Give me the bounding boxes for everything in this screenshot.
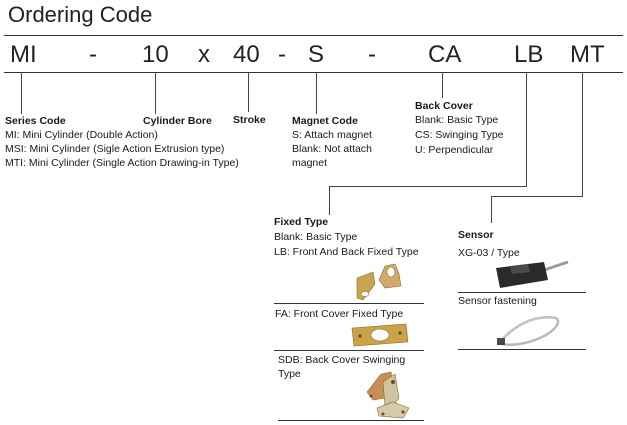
series-code-line: MI: Mini Cylinder (Double Action) xyxy=(5,129,158,141)
sensor-image xyxy=(496,260,569,288)
magnet-code-header: Magnet Code xyxy=(292,115,358,127)
sensor-fastening-label: Sensor fastening xyxy=(458,295,537,307)
sdb-divider xyxy=(278,420,424,421)
code-stroke: 40 xyxy=(233,41,260,68)
leader-series xyxy=(21,72,22,114)
code-sensor: MT xyxy=(570,41,605,68)
leader-sensor-c xyxy=(491,196,492,223)
code-fixed-type: LB xyxy=(514,41,544,68)
leader-sensor-a xyxy=(582,72,583,196)
lb-bracket-image xyxy=(356,263,402,301)
code-bottom-rule xyxy=(4,72,623,73)
fa-label: FA: Front Cover Fixed Type xyxy=(275,308,404,320)
sensor-header: Sensor xyxy=(458,229,494,241)
sensor-model: XG-03 / Type xyxy=(458,247,520,259)
code-dash-2: - xyxy=(278,41,286,68)
code-dash-3: - xyxy=(368,41,376,68)
back-cover-header: Back Cover xyxy=(415,100,473,112)
series-code-line: MSI: Mini Cylinder (Sigle Action Extrusi… xyxy=(5,143,225,155)
code-top-rule xyxy=(4,35,623,36)
fixed-type-line: Blank: Basic Type xyxy=(274,231,358,243)
back-cover-line: U: Perpendicular xyxy=(415,144,494,156)
magnet-code-line: Blank: Not attach xyxy=(292,143,372,155)
fixed-type-divider xyxy=(274,303,424,304)
leader-sensor-b xyxy=(491,196,583,197)
stroke-header: Stroke xyxy=(233,114,266,126)
fixed-type-header: Fixed Type xyxy=(274,216,329,228)
cylinder-bore-header: Cylinder Bore xyxy=(143,115,212,127)
series-code-line: MTI: Mini Cylinder (Single Action Drawin… xyxy=(5,157,239,169)
leader-stroke xyxy=(248,72,249,112)
leader-bore xyxy=(155,72,156,114)
code-bore: 10 xyxy=(142,41,169,68)
leader-fixed-type-c xyxy=(329,186,330,215)
magnet-code-line: S: Attach magnet xyxy=(292,129,372,141)
leader-magnet xyxy=(316,72,317,114)
code-magnet: S xyxy=(308,41,325,68)
leader-back-cover xyxy=(442,72,443,98)
sdb-label-cont: Type xyxy=(278,368,301,380)
sensor-divider xyxy=(458,292,586,293)
series-code-header: Series Code xyxy=(5,115,66,127)
sdb-bracket-image xyxy=(366,371,410,419)
back-cover-line: CS: Swinging Type xyxy=(415,129,504,141)
sensor-fastening-image xyxy=(497,315,560,346)
leader-fixed-type-b xyxy=(329,186,527,187)
fa-divider xyxy=(274,350,424,351)
page-title: Ordering Code xyxy=(8,2,153,27)
code-back-cover: CA xyxy=(428,41,462,68)
sensor-fastening-divider xyxy=(458,349,586,350)
magnet-code-line: magnet xyxy=(292,157,328,169)
code-dash-1: - xyxy=(89,41,97,68)
back-cover-line: Blank: Basic Type xyxy=(415,114,499,126)
fa-plate-image xyxy=(351,323,409,347)
code-series: MI xyxy=(10,41,37,68)
sdb-label: SDB: Back Cover Swinging xyxy=(278,354,406,366)
code-x: x xyxy=(198,41,210,68)
leader-fixed-type-a xyxy=(526,72,527,186)
fixed-type-line: LB: Front And Back Fixed Type xyxy=(274,246,419,258)
